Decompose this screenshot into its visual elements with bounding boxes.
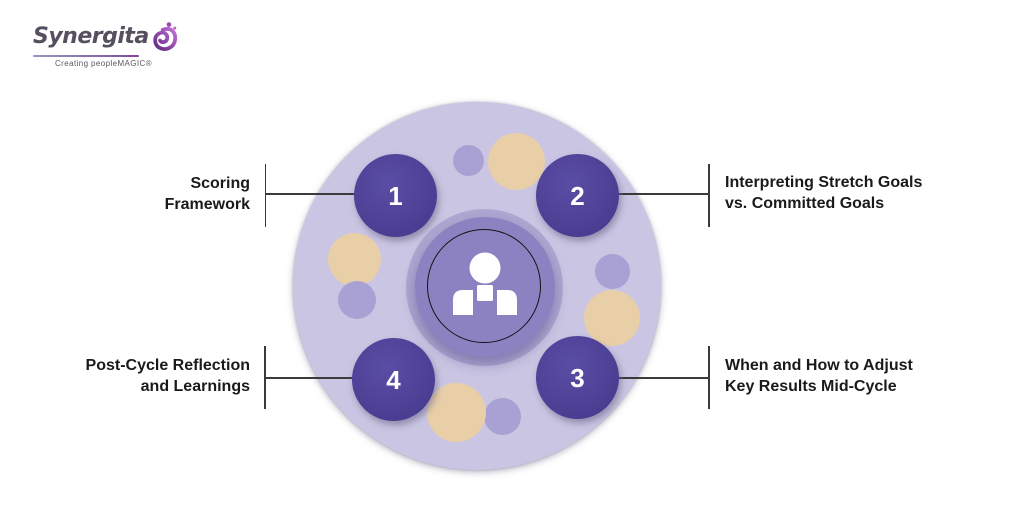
step-number-3: 3: [570, 362, 585, 393]
synergita-swirl-icon: [153, 22, 177, 51]
connector-line-bottom-right: [619, 377, 709, 379]
decor-dot-purple-top: [453, 145, 484, 176]
center-ring: [427, 229, 541, 343]
synergita-logo: Synergita Creating peopleMAGIC®: [33, 22, 178, 68]
label-line: Post-Cycle Reflection: [85, 357, 250, 374]
decor-dot-purple-right: [595, 254, 630, 289]
step-circle-3: 3: [536, 336, 619, 419]
label-line: vs. Committed Goals: [725, 194, 885, 212]
step-circle-1: 1: [354, 154, 437, 237]
connector-line-top-left: [265, 193, 355, 195]
label-line: Scoring: [190, 175, 250, 192]
label-line: and Learnings: [140, 377, 250, 395]
label-line: Interpreting Stretch Goals: [725, 174, 923, 191]
logo-underline: [33, 55, 139, 57]
decor-dot-purple-left: [338, 281, 376, 319]
connector-line-bottom-left: [264, 377, 354, 379]
step-circle-4: 4: [352, 338, 435, 421]
decor-dot-tan-top: [488, 133, 545, 190]
label-when-how-adjust: When and How to Adjust Key Results Mid-C…: [725, 356, 975, 397]
connector-tick-bottom-left: [264, 346, 266, 409]
person-icon: [453, 252, 517, 315]
label-scoring-framework: Scoring Framework: [40, 174, 250, 215]
step-circle-2: 2: [536, 154, 619, 237]
connector-line-top-right: [619, 193, 709, 195]
label-line: Key Results Mid-Cycle: [725, 377, 897, 395]
decor-dot-tan-right: [584, 290, 640, 346]
brand-name: Synergita: [33, 24, 149, 49]
label-line: Framework: [164, 195, 250, 213]
brand-tagline: Creating peopleMAGIC®: [55, 59, 153, 68]
connector-tick-bottom-right: [708, 346, 710, 409]
connector-tick-top-right: [708, 164, 710, 227]
connector-tick-top-left: [264, 164, 266, 227]
step-number-1: 1: [388, 180, 403, 211]
decor-dot-tan-left: [328, 233, 381, 286]
label-post-cycle-reflection: Post-Cycle Reflection and Learnings: [30, 356, 250, 397]
decor-dot-tan-bottom: [427, 383, 486, 442]
label-interpreting-stretch-goals: Interpreting Stretch Goals vs. Committed…: [725, 173, 975, 214]
step-number-4: 4: [386, 364, 401, 395]
label-line: When and How to Adjust: [725, 357, 913, 374]
decor-dot-purple-bottom: [484, 398, 521, 435]
step-number-2: 2: [570, 180, 585, 211]
